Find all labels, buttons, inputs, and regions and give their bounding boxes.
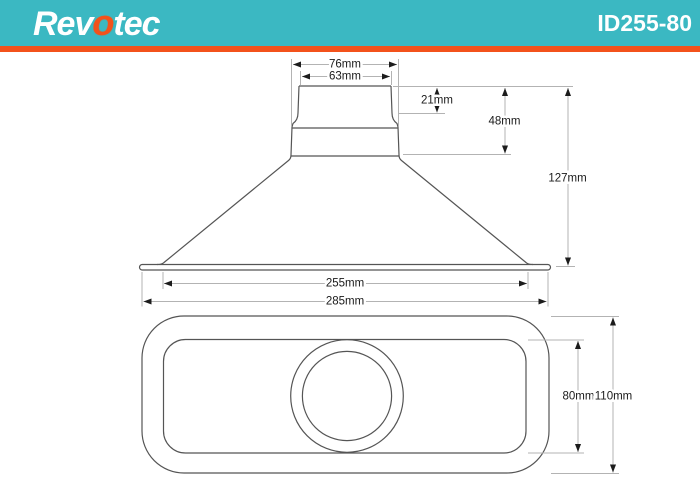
funnel-right-profile [390, 85, 534, 266]
funnel-plan-view-outline [141, 315, 550, 474]
dim-label-cone-base: 255mm [326, 278, 364, 290]
brand-logo-prefix: Rev [33, 5, 93, 43]
funnel-side-view-outline [138, 85, 552, 271]
base-plate-outer-rect [141, 315, 550, 474]
dim-label-overall-height: 127mm [548, 173, 586, 185]
extension-lines [141, 59, 619, 474]
dim-label-base-inner-height: 80mm [563, 391, 595, 403]
part-number: ID255-80 [597, 9, 692, 36]
dim-label-neck-inner: 63mm [329, 71, 361, 83]
dimension-lines [143, 61, 617, 473]
funnel-left-profile [156, 85, 300, 266]
dimension-labels: 76mm 63mm 21mm 48mm 127mm 255mm 285mm 80… [323, 56, 634, 405]
dim-label-flange-width: 285mm [326, 296, 364, 308]
dim-label-base-outer-height: 110mm [595, 391, 633, 403]
neck-outer-circle [290, 339, 404, 453]
dim-label-neck-total-height: 48mm [489, 116, 521, 128]
brand-logo-suffix: tec [113, 5, 160, 43]
dim-label-neck-outer: 76mm [329, 59, 361, 71]
header-bar [0, 0, 700, 46]
base-plate-inner-rect [162, 338, 527, 454]
dim-label-neck-top-height: 21mm [421, 95, 453, 107]
header-accent-stripe [0, 46, 700, 52]
funnel-base-flange [138, 263, 552, 271]
brand-logo: Revotec [33, 1, 161, 46]
neck-inner-circle [301, 350, 393, 442]
brand-logo-swirl-o: o [92, 2, 114, 43]
